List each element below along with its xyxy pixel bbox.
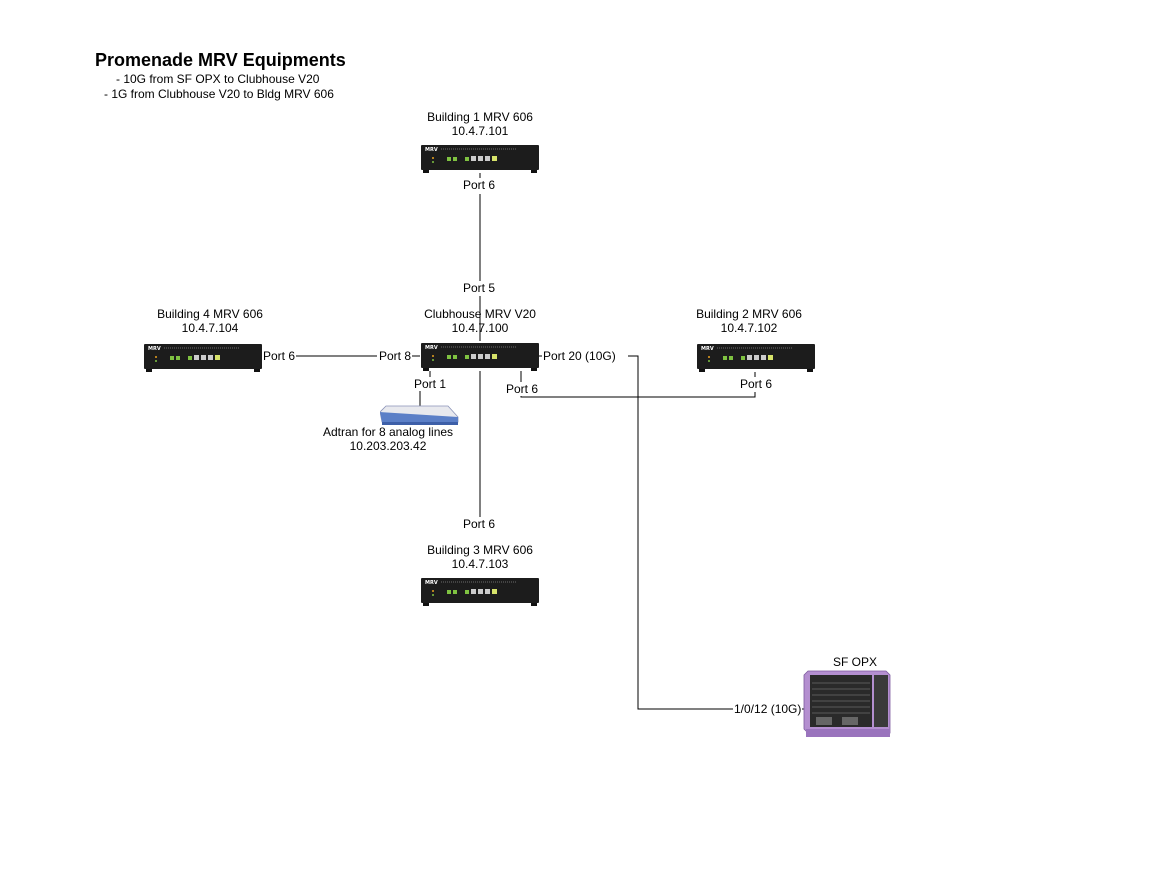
building2-ip: 10.4.7.102 — [720, 321, 778, 335]
building2-name: Building 2 MRV 606 — [696, 307, 802, 321]
adtran-name: Adtran for 8 analog lines — [322, 425, 454, 439]
building3-ip: 10.4.7.103 — [451, 557, 509, 571]
adtran-ip: 10.203.203.42 — [349, 439, 427, 453]
building3-name: Building 3 MRV 606 — [427, 543, 533, 557]
building4-ip: 10.4.7.104 — [181, 321, 239, 335]
clubhouse-port20-label: Port 20 (10G) — [542, 349, 617, 363]
building1-port-label: Port 6 — [462, 178, 497, 192]
clubhouse-port8-label: Port 8 — [378, 349, 413, 363]
chassis-router-icon[interactable] — [802, 669, 892, 739]
note-1g: - 1G from Clubhouse V20 to Bldg MRV 606 — [104, 87, 334, 101]
mrv-switch-icon[interactable]: MRV — [697, 343, 815, 372]
sfopx-name: SF OPX — [832, 655, 877, 669]
clubhouse-ip: 10.4.7.100 — [451, 321, 509, 335]
svg-text:MRV: MRV — [425, 345, 438, 351]
sfopx-port-label: 1/0/12 (10G) — [733, 702, 803, 716]
clubhouse-port5-label: Port 5 — [462, 281, 497, 295]
mrv-switch-icon[interactable]: MRV — [421, 577, 539, 606]
mrv-switch-icon[interactable]: MRV — [144, 343, 262, 372]
building1-name: Building 1 MRV 606 — [427, 110, 533, 124]
building4-name: Building 4 MRV 606 — [157, 307, 263, 321]
note-10g: - 10G from SF OPX to Clubhouse V20 — [116, 72, 320, 86]
mrv-switch-icon[interactable]: MRV — [421, 342, 539, 371]
adtran-icon[interactable] — [380, 405, 460, 427]
svg-text:MRV: MRV — [148, 346, 161, 352]
building2-port-label: Port 6 — [739, 377, 774, 391]
clubhouse-port6-label: Port 6 — [505, 382, 540, 396]
page-title: Promenade MRV Equipments — [95, 50, 346, 70]
building1-ip: 10.4.7.101 — [451, 124, 509, 138]
mrv-switch-icon[interactable]: MRV — [421, 144, 539, 173]
svg-text:MRV: MRV — [701, 346, 714, 352]
svg-text:MRV: MRV — [425, 580, 438, 586]
clubhouse-name: Clubhouse MRV V20 — [424, 307, 536, 321]
building4-port-label: Port 6 — [262, 349, 297, 363]
link-clubhouse-sfopx — [628, 355, 733, 710]
building3-port-label: Port 6 — [462, 517, 497, 531]
svg-text:MRV: MRV — [425, 147, 438, 153]
clubhouse-port1-label: Port 1 — [413, 377, 448, 391]
